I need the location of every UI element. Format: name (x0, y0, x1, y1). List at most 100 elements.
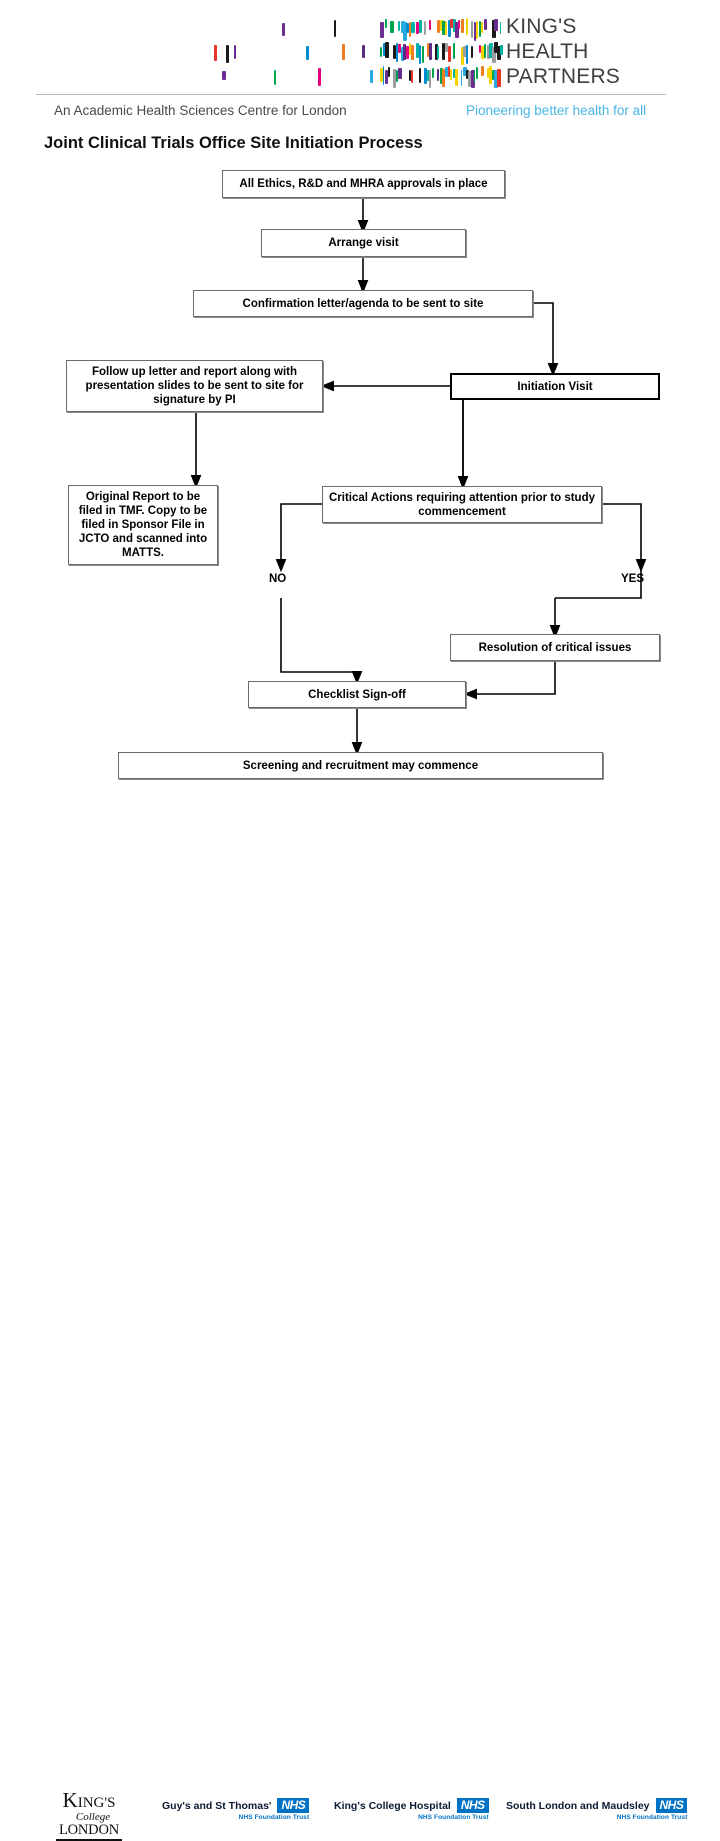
logo-bar (411, 22, 416, 33)
logo-bar (398, 68, 402, 79)
node-label: Initiation Visit (517, 380, 593, 393)
logo-bar (416, 42, 419, 59)
logo-bar (393, 45, 396, 59)
logo-bar (491, 46, 496, 64)
logo-bar (411, 44, 415, 60)
kcl-line-3: LONDON (56, 1823, 122, 1841)
page-root: KING'S HEALTH PARTNERS An Academic Healt… (0, 14, 720, 1841)
logo-bar (471, 21, 473, 39)
node-approvals[interactable]: All Ethics, R&D and MHRA approvals in pl… (222, 170, 505, 198)
node-label: Screening and recruitment may commence (242, 759, 479, 772)
logo-bar (439, 68, 443, 85)
kcl-kings-rest: ING'S (77, 1795, 116, 1811)
logo-bar (437, 20, 440, 33)
logo-bar (499, 45, 504, 55)
logo-bar (471, 45, 474, 59)
node-label: Critical Actions requiring attention pri… (328, 491, 595, 518)
node-initiation-visit[interactable]: Initiation Visit (450, 373, 660, 400)
logo-bar (226, 45, 230, 63)
node-confirmation-letter[interactable]: Confirmation letter/agenda to be sent to… (193, 290, 533, 317)
logo-bar (452, 68, 457, 78)
logo-bar (214, 45, 218, 61)
logo-bar (452, 19, 456, 32)
logo-bar (447, 46, 451, 63)
logo-bar (419, 20, 423, 34)
logo-bar (450, 68, 452, 80)
header-divider (36, 94, 666, 95)
logo-bar (424, 67, 428, 85)
nhs-icon: NHS (456, 1798, 489, 1813)
logo-bar (489, 66, 492, 85)
footer-logos: KING'S College LONDON Guy's and St Thoma… (0, 893, 720, 1841)
logo-bar (398, 21, 400, 31)
flowchart: All Ethics, R&D and MHRA approvals in pl… (66, 170, 660, 779)
logo-bar (408, 21, 412, 38)
logo-bar (465, 69, 469, 79)
logo-bar (442, 42, 445, 60)
logo-bar (484, 18, 487, 31)
logo-bar (421, 46, 424, 64)
logo-bar (318, 67, 322, 86)
logo-bar (408, 70, 411, 81)
logo-bar (419, 44, 421, 64)
node-critical-actions[interactable]: Critical Actions requiring attention pri… (322, 486, 602, 523)
trust-top-row: King's College Hospital NHS (334, 1798, 489, 1813)
logo-bar (452, 42, 456, 59)
logo-bar (489, 42, 493, 59)
logo-bar (450, 19, 455, 28)
node-arrange-visit[interactable]: Arrange visit (261, 229, 466, 257)
logo-bar (481, 66, 485, 76)
trust-name: King's College Hospital (334, 1799, 451, 1812)
logo-bar (439, 20, 444, 31)
node-label: Original Report to be filed in TMF. Copy… (78, 491, 208, 559)
logo-bar (476, 20, 479, 39)
trust-name: South London and Maudsley (506, 1799, 650, 1812)
logo-bar (424, 20, 427, 35)
logo-bar (426, 70, 431, 81)
logo-bar (434, 44, 438, 61)
logo-bar (403, 21, 408, 41)
logo-barcode-row-2 (210, 38, 504, 65)
logo-bar (385, 42, 389, 59)
logo-bar (494, 69, 498, 88)
logo-bar (491, 19, 496, 39)
node-checklist-sign-off[interactable]: Checklist Sign-off (248, 681, 466, 708)
logo-bar (460, 46, 464, 65)
logo-bar (370, 69, 373, 83)
logo-bar (445, 66, 449, 77)
logo-bar (497, 45, 501, 60)
logo-barcode-row-1 (210, 14, 502, 41)
node-label: Checklist Sign-off (308, 688, 406, 701)
node-original-report[interactable]: Original Report to be filed in TMF. Copy… (68, 485, 218, 565)
tagline-left: An Academic Health Sciences Centre for L… (54, 103, 347, 118)
logo-bar (395, 70, 398, 82)
flowchart-connectors (190, 198, 647, 756)
logo-bar (445, 21, 447, 36)
kings-college-london-logo: KING'S College LONDON (56, 1790, 122, 1841)
node-follow-up-letter[interactable]: Follow up letter and report along with p… (66, 360, 323, 412)
logo-bar (468, 70, 473, 88)
logo-bar (406, 46, 410, 60)
node-label: All Ethics, R&D and MHRA approvals in pl… (239, 178, 488, 190)
branch-label-no: NO (269, 573, 287, 585)
logo-bar (442, 69, 446, 88)
node-label: Confirmation letter/agenda to be sent to… (242, 297, 484, 310)
logo-bar (429, 43, 432, 60)
logo-bar (499, 22, 502, 35)
trust-logo-kings-college-hospital: King's College Hospital NHS NHS Foundati… (334, 1798, 489, 1821)
logo-bar (445, 42, 448, 53)
logo-line-3: PARTNERS (506, 65, 621, 88)
logo-bar (380, 68, 383, 83)
logo-bar (393, 69, 396, 89)
logo-bar (342, 43, 346, 61)
trust-logo-guys-st-thomas: Guy's and St Thomas' NHS NHS Foundation … (162, 1798, 310, 1821)
logo-bar (494, 42, 498, 53)
logo-bar (478, 44, 482, 53)
node-screening-recruitment[interactable]: Screening and recruitment may commence (118, 752, 603, 779)
logo-bar (442, 20, 446, 35)
logo-bar (481, 21, 484, 33)
logo-bar (486, 44, 491, 59)
node-resolution-of-critical-issues[interactable]: Resolution of critical issues (450, 634, 660, 661)
logo-bar (478, 21, 481, 38)
logo-bar (400, 46, 404, 61)
